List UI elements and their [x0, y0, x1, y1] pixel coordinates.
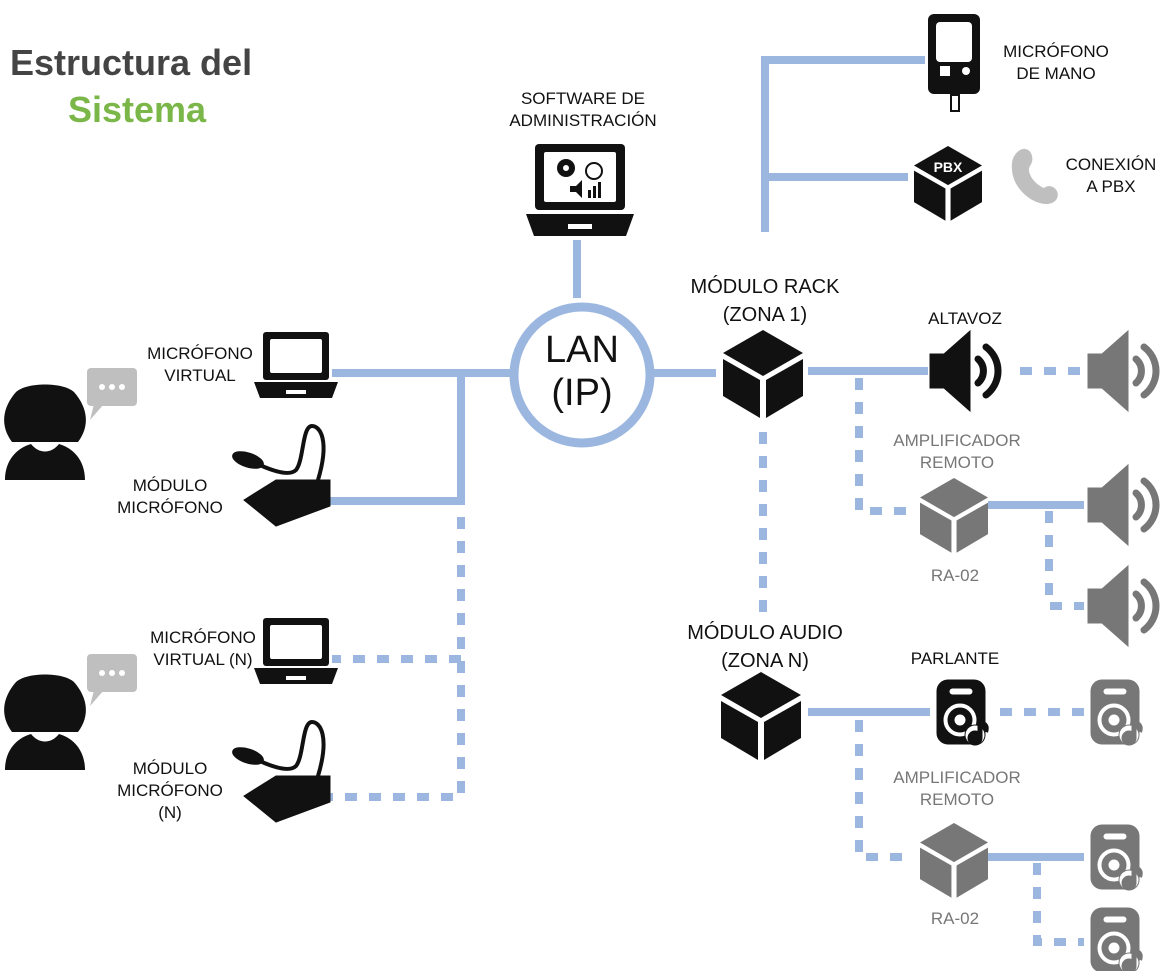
link-amp2-ceiling2 — [1033, 863, 1084, 946]
lan-hub — [509, 302, 655, 448]
virtual-mic-label: MICRÓFONO VIRTUAL — [147, 344, 253, 385]
ceiling-speaker-icon-2 — [1089, 823, 1143, 892]
handheld-microphone-icon — [928, 14, 980, 112]
amp2-cube-icon — [920, 823, 988, 898]
audio-cube-icon — [721, 672, 801, 760]
pbx-box-label: PBX — [934, 159, 963, 175]
link-mic-module-n — [330, 517, 465, 801]
ip-label: (IP) — [551, 372, 612, 414]
mic-module-label: MÓDULO MICRÓFONO — [117, 476, 223, 517]
amplifier-2-label: AMPLIFICADOR REMOTO — [893, 768, 1021, 809]
mic-module-n-label: MÓDULO MICRÓFONO (N) — [117, 759, 223, 822]
hand-mic-label: MICRÓFONO DE MANO — [1003, 42, 1109, 83]
microphone-module-n-icon — [228, 720, 332, 824]
speaker-icon-1 — [1088, 331, 1156, 411]
diagram-title-line2: Sistema — [68, 89, 207, 130]
diagram-title-line1: Estructura del — [10, 42, 253, 83]
audio-label: MÓDULO AUDIO (ZONA N) — [687, 622, 843, 672]
link-rack-handmic — [761, 56, 925, 232]
link-amp1-speaker2 — [1045, 511, 1084, 610]
lan-label: LAN — [545, 329, 619, 371]
user-icon-1 — [4, 384, 86, 480]
link-mic-module-lan — [326, 373, 465, 505]
ceiling-speaker-icon-3 — [1089, 906, 1143, 971]
phone-icon — [1011, 148, 1058, 205]
amp1-cube-icon — [920, 478, 988, 553]
pbx-connection-label: CONEXIÓN A PBX — [1065, 155, 1157, 196]
ra-02-label-2: RA-02 — [930, 909, 980, 928]
parlante-label: PARLANTE — [910, 649, 1000, 668]
ceiling-speaker-icon-1 — [1089, 678, 1143, 747]
pbx-cube-icon: PBX — [914, 146, 982, 221]
amplifier-1-label: AMPLIFICADOR REMOTO — [893, 431, 1021, 472]
speaker-icon-2 — [1088, 465, 1156, 545]
speaker-icon-3 — [1088, 566, 1156, 646]
altavoz-speaker-icon — [930, 331, 998, 411]
user-icon-2 — [4, 674, 86, 770]
rack-label: MÓDULO RACK (ZONA 1) — [690, 276, 840, 326]
software-laptop-icon — [526, 144, 634, 236]
rack-cube-icon — [723, 330, 803, 418]
altavoz-label: ALTAVOZ — [928, 309, 1002, 328]
software-label: SOFTWARE DE ADMINISTRACIÓN — [509, 89, 657, 130]
ra-02-label-1: RA-02 — [930, 566, 980, 585]
link-audio-amp2 — [855, 720, 910, 861]
parlante-icon — [935, 678, 989, 747]
virtual-mic-n-label: MICRÓFONO VIRTUAL (N) — [150, 628, 256, 669]
microphone-module-icon — [228, 424, 332, 528]
